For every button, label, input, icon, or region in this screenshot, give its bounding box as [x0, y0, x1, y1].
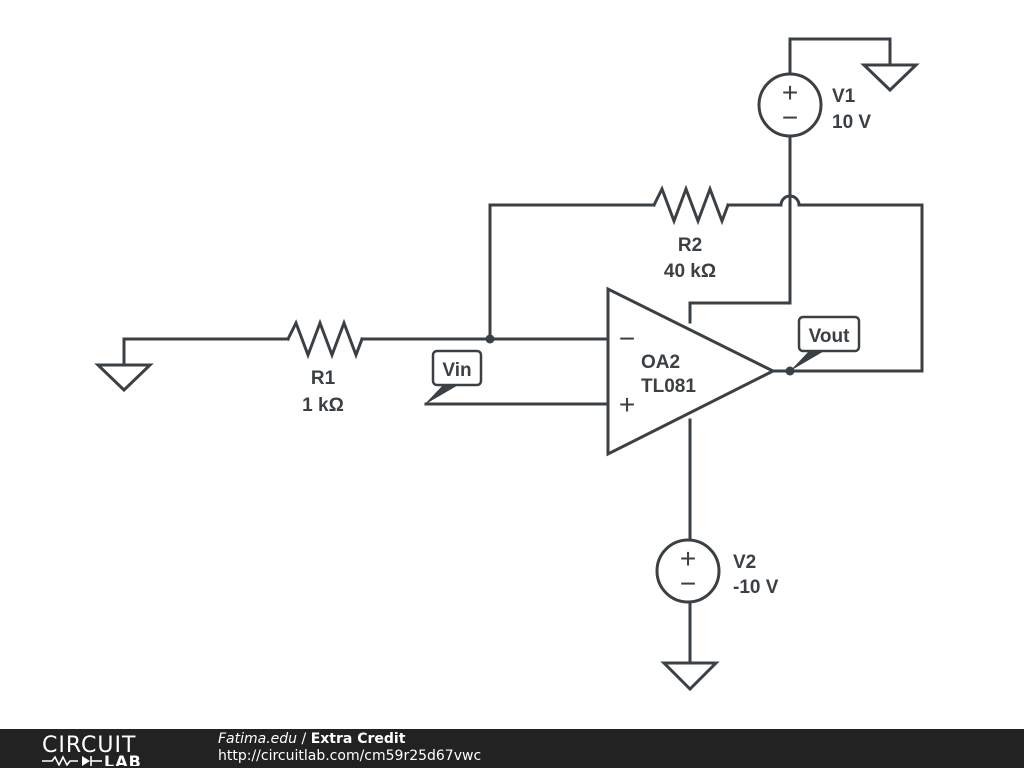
- wire-v1-to-opamp: [688, 134, 792, 324]
- r2-value: 40 kΩ: [664, 261, 716, 282]
- logo-resistor-glyph: [42, 755, 78, 766]
- v2-minus: −: [680, 568, 696, 599]
- ground-left: [94, 337, 290, 393]
- r1-value: 1 kΩ: [302, 395, 344, 416]
- v1-value: 10 V: [832, 112, 871, 133]
- wire-feedback-left: [488, 203, 656, 341]
- v1-minus: −: [782, 102, 798, 133]
- ground-top: [860, 63, 920, 93]
- v2-value: -10 V: [733, 577, 779, 598]
- r1-name: R1: [311, 368, 336, 389]
- logo-lab-text: LAB: [104, 752, 142, 766]
- footer-text: Fatima.edu / Extra Credit http://circuit…: [218, 731, 481, 765]
- v1-name: V1: [832, 86, 856, 107]
- opamp-oa2[interactable]: − + OA2 TL081: [606, 286, 777, 457]
- footer-breadcrumb: Fatima.edu / Extra Credit: [218, 731, 481, 748]
- footer-separator: /: [297, 731, 311, 747]
- ground-bottom: [660, 661, 720, 692]
- footer-url[interactable]: http://circuitlab.com/cm59r25d67vwc: [218, 748, 482, 764]
- net-tag-vout[interactable]: Vout: [790, 315, 861, 371]
- vin-label: Vin: [442, 360, 471, 381]
- opamp-model: TL081: [641, 376, 696, 397]
- circuitlab-logo[interactable]: CIRCUIT LAB: [42, 732, 174, 766]
- footer-user-link[interactable]: Fatima.edu: [218, 731, 298, 747]
- vout-label: Vout: [809, 326, 850, 347]
- footer-bar: CIRCUIT LAB Fatima.edu / Extra Credit ht…: [0, 729, 1024, 768]
- circuit-schematic: R1 1 kΩ R2 40 kΩ + − V1 10 V − + OA2 TL0…: [94, 37, 924, 692]
- v1-plus: +: [782, 77, 798, 108]
- voltage-source-v2[interactable]: + − V2 -10 V: [655, 538, 779, 604]
- logo-diode-glyph: [82, 756, 90, 766]
- resistor-r1[interactable]: R1 1 kΩ: [285, 318, 364, 416]
- opamp-inverting-sign: −: [619, 323, 635, 354]
- logo-circuit-text: CIRCUIT: [42, 733, 136, 758]
- opamp-name: OA2: [641, 352, 680, 373]
- r2-name: R2: [678, 235, 702, 256]
- v2-plus: +: [680, 543, 696, 574]
- net-tag-vin[interactable]: Vin: [424, 349, 483, 405]
- footer-project-link[interactable]: Extra Credit: [310, 731, 406, 747]
- voltage-source-v1[interactable]: + − V1 10 V: [757, 37, 892, 138]
- v2-name: V2: [733, 552, 756, 573]
- opamp-noninverting-sign: +: [619, 389, 635, 420]
- resistor-r2[interactable]: R2 40 kΩ: [651, 184, 730, 282]
